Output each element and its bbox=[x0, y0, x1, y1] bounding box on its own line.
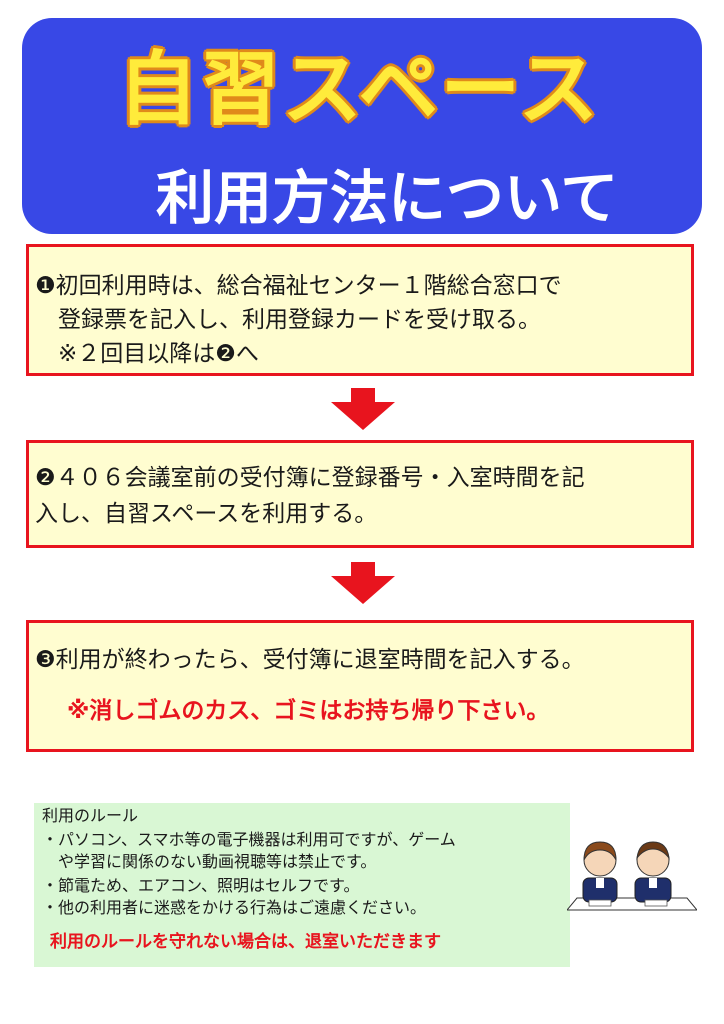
students-studying-illustration bbox=[567, 841, 697, 911]
step-1-line-1: ❶初回利用時は、総合福祉センター１階総合窓口で bbox=[35, 273, 562, 299]
rule-item: ・節電ため、エアコン、照明はセルフです。 bbox=[42, 876, 360, 895]
step-2-box: ❷４０６会議室前の受付簿に登録番号・入室時間を記 入し、自習スペースを利用する。 bbox=[26, 440, 694, 548]
step-3-line-1: ❸利用が終わったら、受付簿に退室時間を記入する。 bbox=[35, 647, 585, 673]
rule-item: ・他の利用者に迷惑をかける行為はご遠慮ください。 bbox=[42, 898, 427, 917]
step-3-box: ❸利用が終わったら、受付簿に退室時間を記入する。 ※消しゴムのカス、ゴミはお持ち… bbox=[26, 620, 694, 752]
rules-box: 利用のルール ・パソコン、スマホ等の電子機器は利用可ですが、ゲーム や学習に関係… bbox=[34, 803, 570, 967]
rule-item: ・パソコン、スマホ等の電子機器は利用可ですが、ゲーム bbox=[42, 830, 456, 849]
rules-heading: 利用のルール bbox=[42, 806, 139, 825]
page-title: 自習スペース bbox=[118, 43, 601, 136]
step-3-warning: ※消しゴムのカス、ゴミはお持ち帰り下さい。 bbox=[67, 698, 550, 724]
step-1-line-3: ※２回目以降は❷へ bbox=[35, 341, 259, 367]
rules-warning: 利用のルールを守れない場合は、退室いただきます bbox=[50, 932, 441, 952]
rule-item: や学習に関係のない動画視聴等は禁止です。 bbox=[42, 852, 377, 871]
down-arrow-icon bbox=[331, 388, 395, 430]
step-1-box: ❶初回利用時は、総合福祉センター１階総合窓口で 登録票を記入し、利用登録カードを… bbox=[26, 244, 694, 376]
title-banner: 自習スペース 利用方法について bbox=[22, 18, 702, 234]
page-subtitle: 利用方法について bbox=[156, 164, 619, 232]
step-2-line-2: 入し、自習スペースを利用する。 bbox=[35, 501, 378, 527]
step-2-line-1: ❷４０６会議室前の受付簿に登録番号・入室時間を記 bbox=[35, 465, 585, 491]
down-arrow-icon bbox=[331, 562, 395, 604]
step-1-line-2: 登録票を記入し、利用登録カードを受け取る。 bbox=[35, 307, 541, 333]
